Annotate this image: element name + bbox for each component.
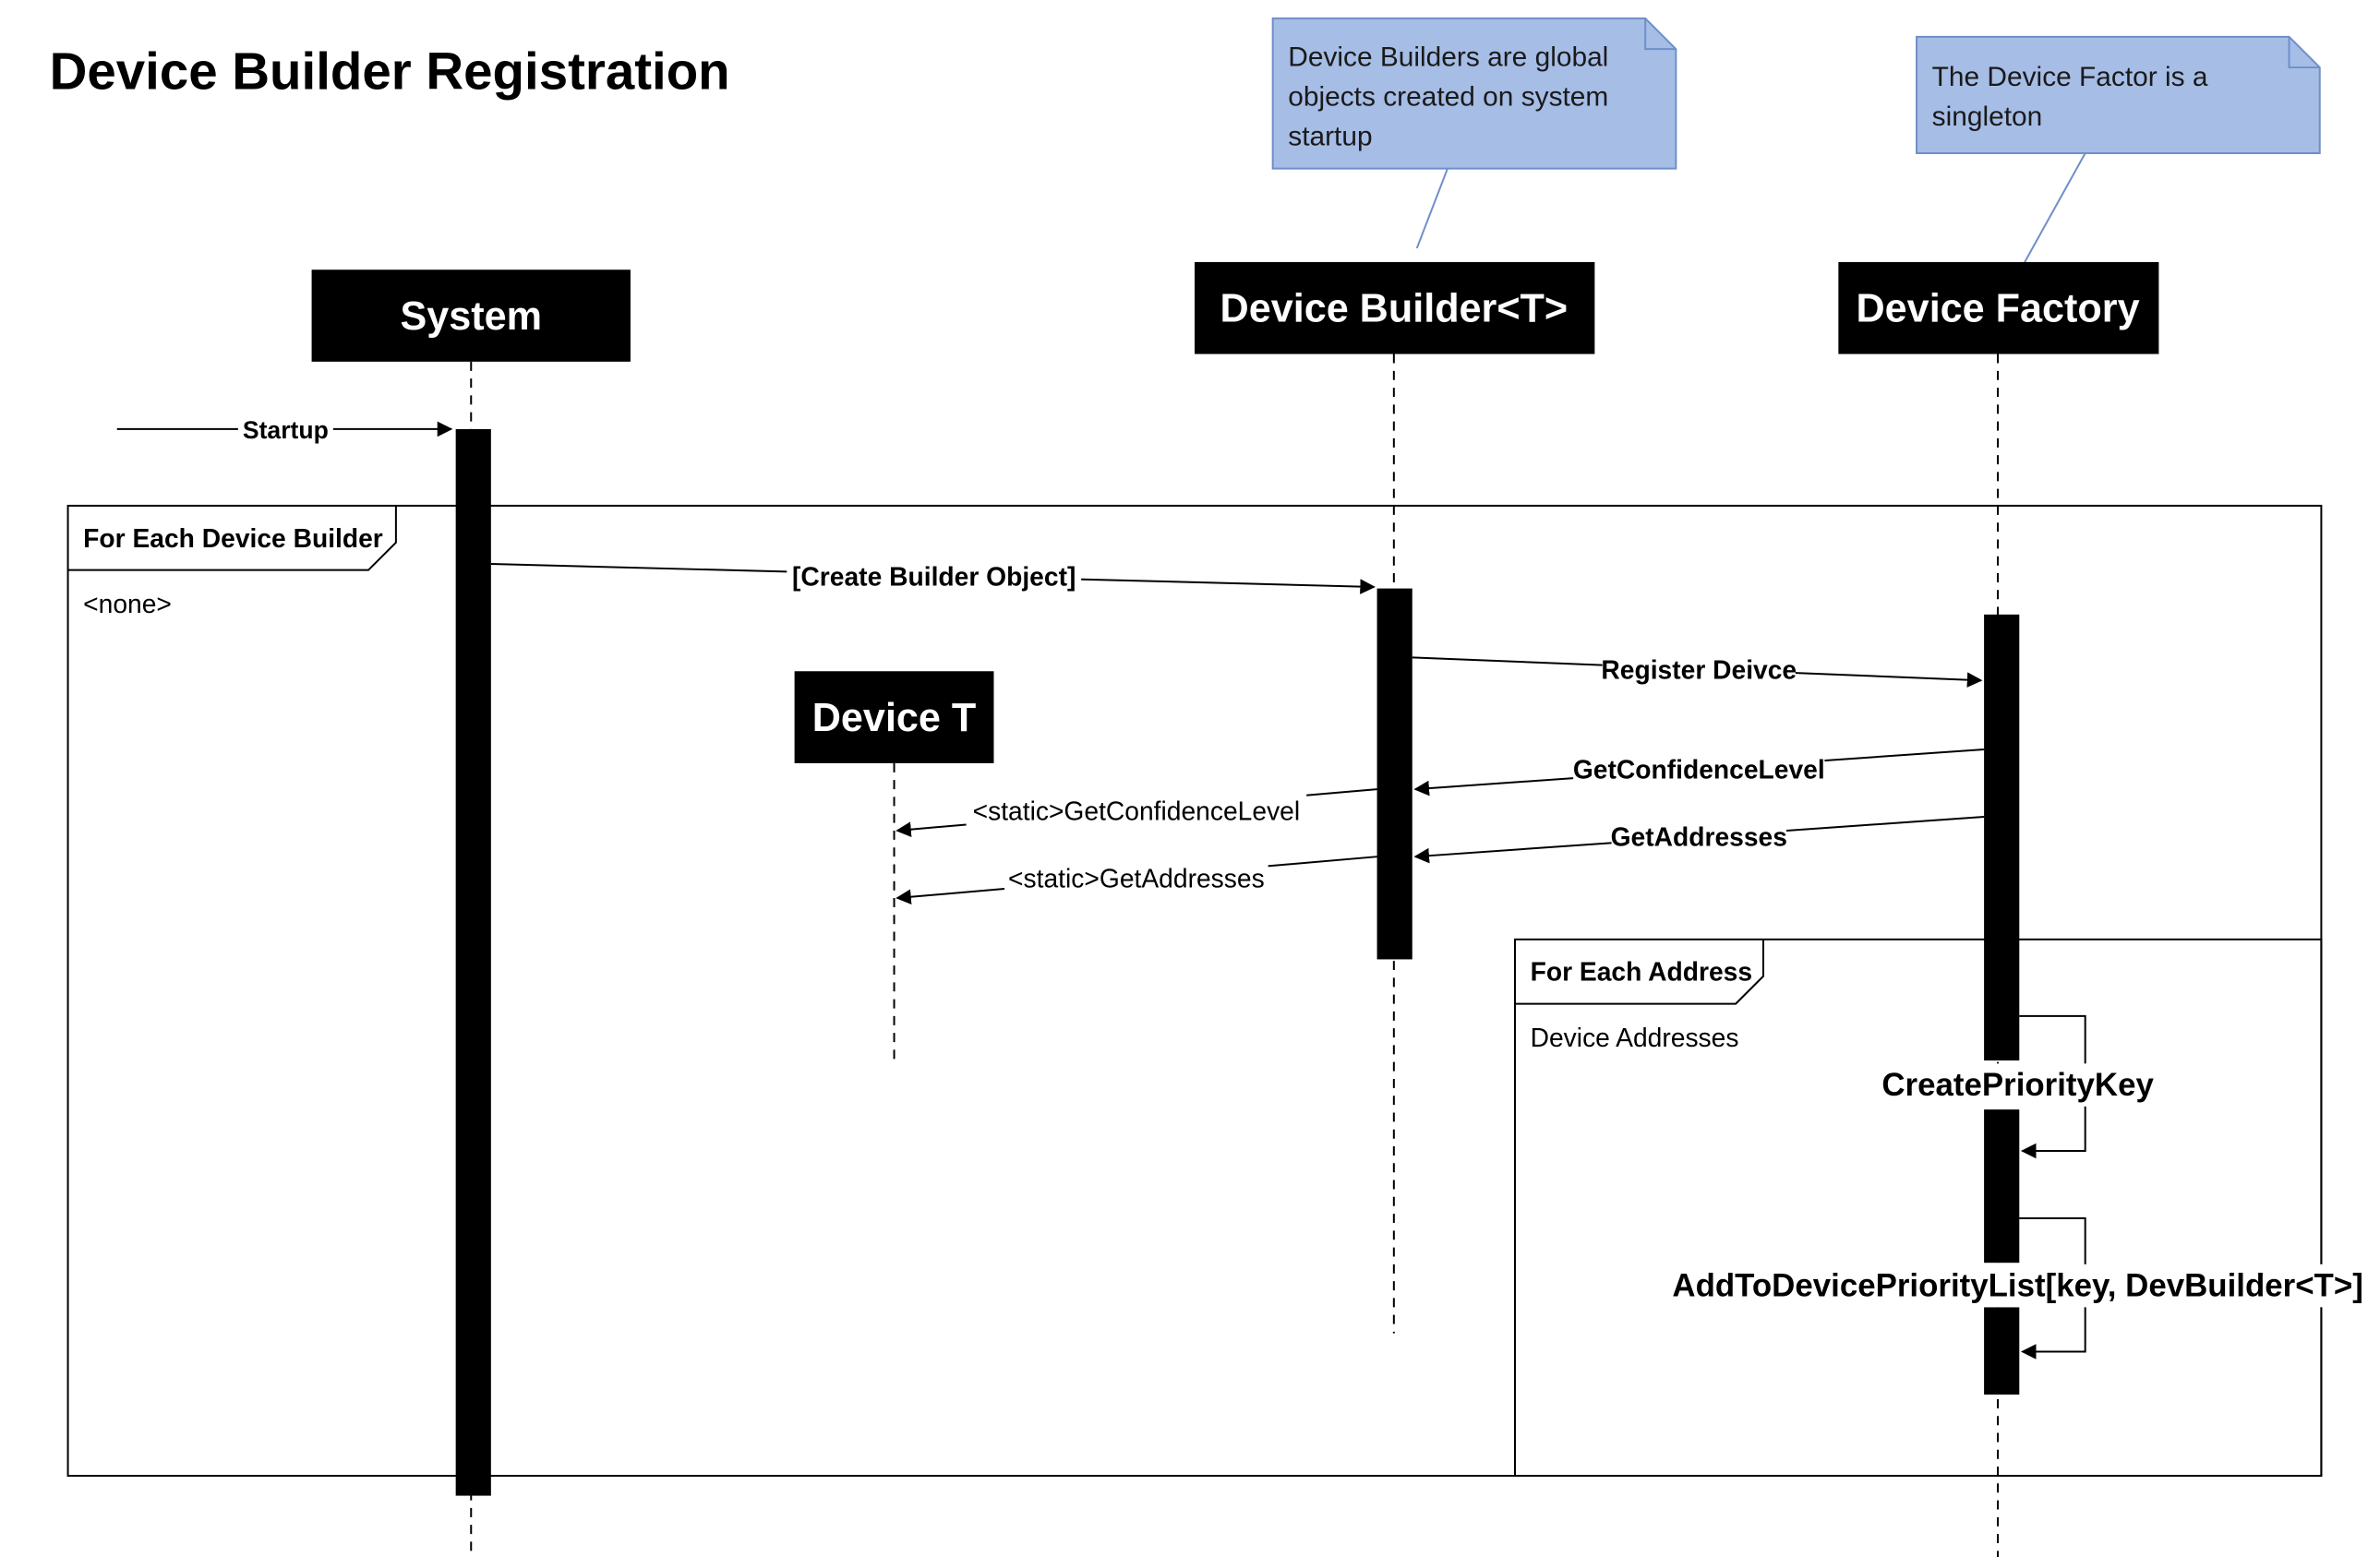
message-label: GetAddresses (1611, 822, 1787, 852)
message-create-priority-key: CreatePriorityKey (1876, 1014, 2159, 1159)
message-label: AddToDevicePriorityList[key, DevBuilder<… (1672, 1268, 2362, 1304)
frame-guard: <none> (83, 589, 172, 618)
activation-factory (1984, 1307, 2020, 1395)
message-create-builder: [Create Builder Object] (490, 559, 1376, 594)
lifeline-head-device: Device T (794, 671, 994, 763)
svg-text:Device Builders are global: Device Builders are global objects creat… (1288, 42, 1616, 151)
note-builders-line: objects created on system (1288, 82, 1608, 113)
message-label: CreatePriorityKey (1881, 1067, 2154, 1103)
lifeline-label-builder: Device Builder<T> (1220, 287, 1569, 331)
message-startup: Startup (116, 413, 453, 445)
message-register-device: Register Deivce (1412, 653, 1983, 688)
frame-label: For Each Address (1531, 957, 1752, 987)
lifeline-head-builder: Device Builder<T> (1194, 261, 1595, 354)
diagram-title: Device Builder Registration (50, 42, 730, 100)
note-builders-line: startup (1288, 122, 1372, 152)
message-label: <static>GetConfidenceLevel (973, 796, 1301, 825)
activation-system (455, 428, 491, 1496)
svg-text:The Device Factor is a s: The Device Factor is a singleton (1932, 62, 2216, 132)
note-builders: Device Builders are global objects creat… (1271, 17, 1677, 249)
lifeline-label-factory: Device Factory (1857, 287, 2140, 331)
lifeline-head-factory: Device Factory (1838, 261, 2159, 354)
activation-factory (1984, 1109, 2020, 1264)
note-builders-line: Device Builders are global (1288, 42, 1608, 72)
note-factory-line: The Device Factor is a (1932, 62, 2208, 92)
message-static-get-confidence-level: <static>GetConfidenceLevel (896, 788, 1377, 837)
activation-builder (1376, 588, 1412, 960)
lifeline-label-device: Device T (812, 696, 977, 740)
lifeline-label-system: System (400, 294, 542, 339)
message-add-to-device-priority-list: AddToDevicePriorityList[key, DevBuilder<… (1668, 1217, 2368, 1359)
note-factory-line: singleton (1932, 102, 2043, 132)
frame-label: For Each Device Builder (83, 523, 383, 553)
message-label: Startup (243, 416, 329, 444)
message-static-get-addresses: <static>GetAddresses (896, 856, 1377, 905)
message-label: [Create Builder Object] (792, 561, 1076, 591)
frame-for-each-address: For Each Address Device Addresses (1514, 938, 2323, 1477)
frame-guard: Device Addresses (1531, 1023, 1739, 1052)
message-get-confidence-level: GetConfidenceLevel (1413, 748, 1985, 796)
message-label: GetConfidenceLevel (1573, 755, 1825, 784)
message-label: <static>GetAddresses (1008, 863, 1265, 892)
frame-for-each-device-builder: For Each Device Builder <none> (66, 504, 2323, 1477)
message-get-addresses: GetAddresses (1413, 816, 1985, 864)
activation-factory (1984, 614, 2020, 1061)
lifeline-head-system: System (311, 269, 631, 362)
message-label: Register Deivce (1601, 655, 1797, 685)
note-factory: The Device Factor is a singleton (1916, 35, 2321, 265)
